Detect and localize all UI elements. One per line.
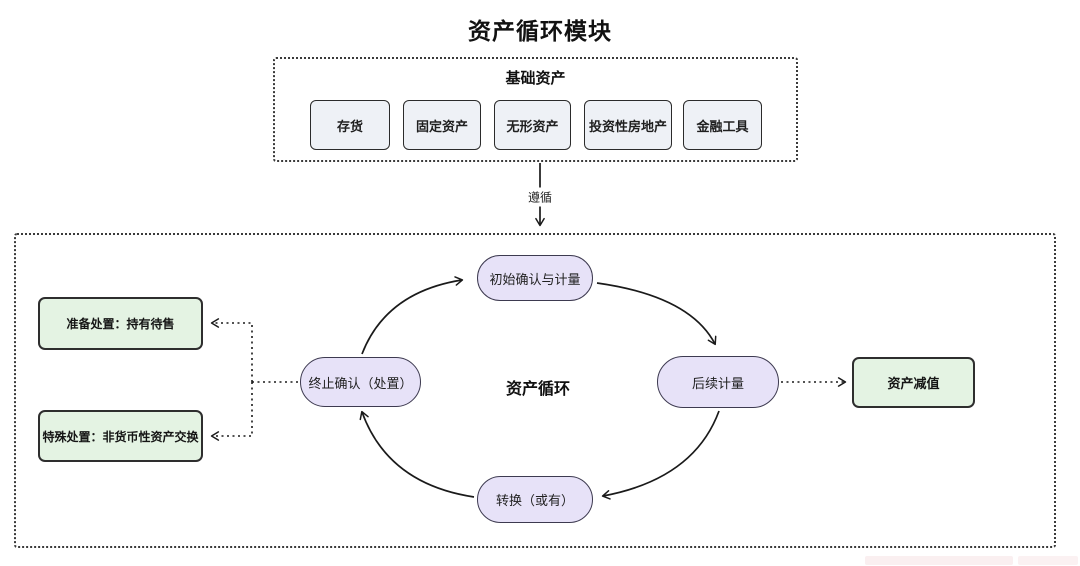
cycle-node-conversion: 转换（或有） bbox=[477, 476, 593, 523]
base-assets-title: 基础资产 bbox=[505, 70, 566, 87]
base-assets-panel: 基础资产 bbox=[273, 57, 798, 162]
asset-cycle-panel bbox=[14, 233, 1056, 548]
annotation-impairment: 资产减值 bbox=[852, 357, 975, 408]
asset-box-fixed-assets: 固定资产 bbox=[403, 100, 481, 150]
cycle-node-derecognition: 终止确认（处置） bbox=[300, 357, 421, 407]
watermark-artifact bbox=[1018, 556, 1078, 565]
asset-box-financial-instruments: 金融工具 bbox=[683, 100, 762, 150]
cycle-center-label: 资产循环 bbox=[505, 381, 571, 398]
watermark-artifact bbox=[865, 556, 1013, 565]
follow-label: 遵循 bbox=[523, 187, 557, 207]
asset-box-inventory: 存货 bbox=[310, 100, 390, 150]
asset-box-intangible-assets: 无形资产 bbox=[494, 100, 571, 150]
annotation-held-for-sale: 准备处置：持有待售 bbox=[38, 297, 203, 350]
page-title: 资产循环模块 bbox=[468, 18, 612, 44]
annotation-nonmonetary-exchange: 特殊处置：非货币性资产交换 bbox=[38, 410, 203, 462]
cycle-node-subsequent-measurement: 后续计量 bbox=[657, 356, 779, 408]
asset-box-investment-property: 投资性房地产 bbox=[584, 100, 672, 150]
cycle-node-initial-recognition: 初始确认与计量 bbox=[477, 255, 593, 301]
